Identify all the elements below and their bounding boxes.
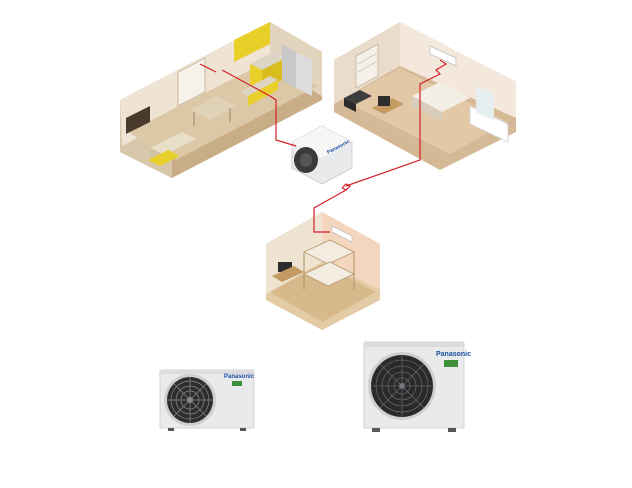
large-unit-fan-grille-icon: [371, 355, 433, 417]
small-unit-badge: [232, 381, 242, 386]
living-kitchen-room: [120, 22, 322, 178]
bedroom-room: [334, 22, 516, 170]
refrigerant-pipes: [199, 59, 448, 233]
large-outdoor-unit: Panasonic: [363, 341, 471, 432]
large-unit-brand-label: Panasonic: [436, 351, 471, 358]
small-outdoor-unit: Panasonic: [159, 369, 255, 431]
kids-bedroom-room: [266, 212, 380, 330]
large-unit-badge: [444, 360, 458, 367]
small-unit-brand-label: Panasonic: [224, 374, 255, 380]
central-outdoor-unit: Panasonic: [291, 125, 353, 185]
